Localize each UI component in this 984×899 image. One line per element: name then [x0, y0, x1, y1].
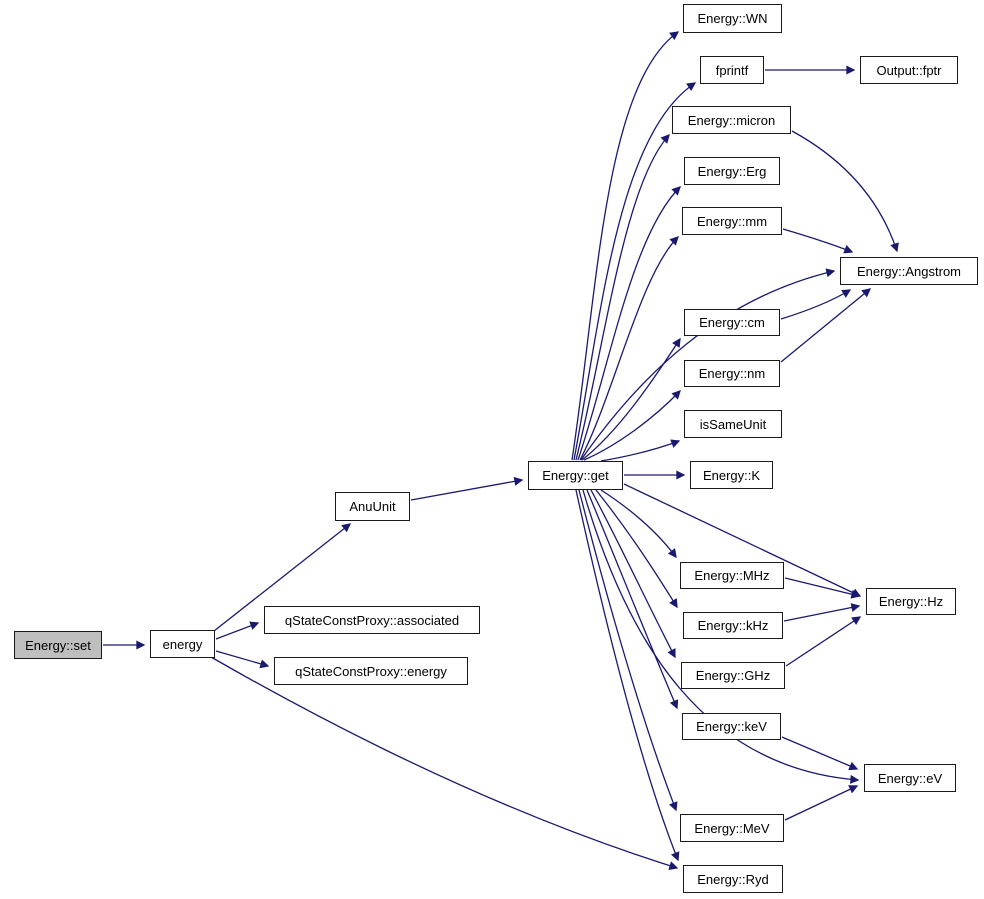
edge-energy-qenergy [215, 650, 270, 669]
edge-kev-ev [781, 736, 859, 771]
node-energy-erg[interactable]: Energy::Erg [684, 157, 780, 185]
node-fprintf[interactable]: fprintf [700, 56, 764, 84]
node-issameunit[interactable]: isSameUnit [684, 410, 782, 438]
node-energy-ghz[interactable]: Energy::GHz [681, 662, 785, 689]
node-output-fptr[interactable]: Output::fptr [860, 56, 958, 84]
edge-get-mm [579, 236, 679, 461]
node-energy-ev[interactable]: Energy::eV [864, 764, 956, 792]
edge-get-ryd [575, 489, 680, 862]
edge-get-ev [582, 489, 860, 784]
edge-get-khz [595, 489, 678, 609]
edge-get-hz [623, 483, 862, 597]
edge-energy-assoc [215, 621, 260, 640]
node-energy-k[interactable]: Energy::K [690, 461, 773, 489]
edge-get-ghz [590, 489, 676, 659]
edge-get-wn [571, 31, 680, 461]
edge-get-erg [577, 186, 681, 461]
node-energy-nm[interactable]: Energy::nm [684, 360, 780, 387]
node-energy-get[interactable]: Energy::get [528, 461, 623, 490]
edge-get-kev [586, 489, 679, 710]
edge-get-fprintf [573, 82, 697, 461]
node-qstateconstproxy-associated[interactable]: qStateConstProxy::associated [264, 606, 480, 634]
edge-cm-angstrom [780, 289, 852, 320]
node-energy[interactable]: energy [150, 630, 215, 658]
node-energy-mev[interactable]: Energy::MeV [680, 814, 784, 842]
edge-mhz-hz [784, 577, 861, 599]
node-energy-mhz[interactable]: Energy::MHz [680, 562, 784, 589]
node-energy-ryd[interactable]: Energy::Ryd [683, 865, 783, 893]
edge-get-issameunit [600, 439, 681, 462]
edge-micron-angstrom [791, 130, 899, 253]
node-energy-micron[interactable]: Energy::micron [672, 106, 791, 134]
node-energy-kev[interactable]: Energy::keV [682, 713, 781, 740]
node-energy-set: Energy::set [14, 631, 102, 659]
edge-anuunit-get [410, 476, 524, 501]
node-energy-khz[interactable]: Energy::kHz [683, 612, 783, 639]
edge-energy-anuunit [213, 523, 352, 632]
node-energy-wn[interactable]: Energy::WN [683, 4, 782, 33]
node-qstateconstproxy-energy[interactable]: qStateConstProxy::energy [274, 657, 468, 685]
edge-get-mhz [600, 489, 677, 559]
edge-get-cm [581, 337, 681, 461]
edge-mm-angstrom [782, 228, 854, 254]
edge-ghz-hz [785, 616, 862, 667]
edge-nm-angstrom [780, 288, 872, 363]
edge-get-micron [575, 133, 670, 461]
edge-khz-hz [783, 603, 861, 622]
edge-mev-ev [784, 785, 859, 821]
node-energy-mm[interactable]: Energy::mm [682, 207, 782, 235]
node-energy-angstrom[interactable]: Energy::Angstrom [840, 257, 978, 285]
edge-get-angstrom [580, 268, 836, 461]
edge-get-mev [578, 489, 678, 812]
node-energy-cm[interactable]: Energy::cm [684, 309, 780, 336]
edge-get-nm [583, 390, 681, 461]
node-anuunit[interactable]: AnuUnit [335, 492, 410, 521]
node-energy-hz[interactable]: Energy::Hz [866, 588, 956, 615]
edge-energy-ryd [210, 656, 679, 871]
